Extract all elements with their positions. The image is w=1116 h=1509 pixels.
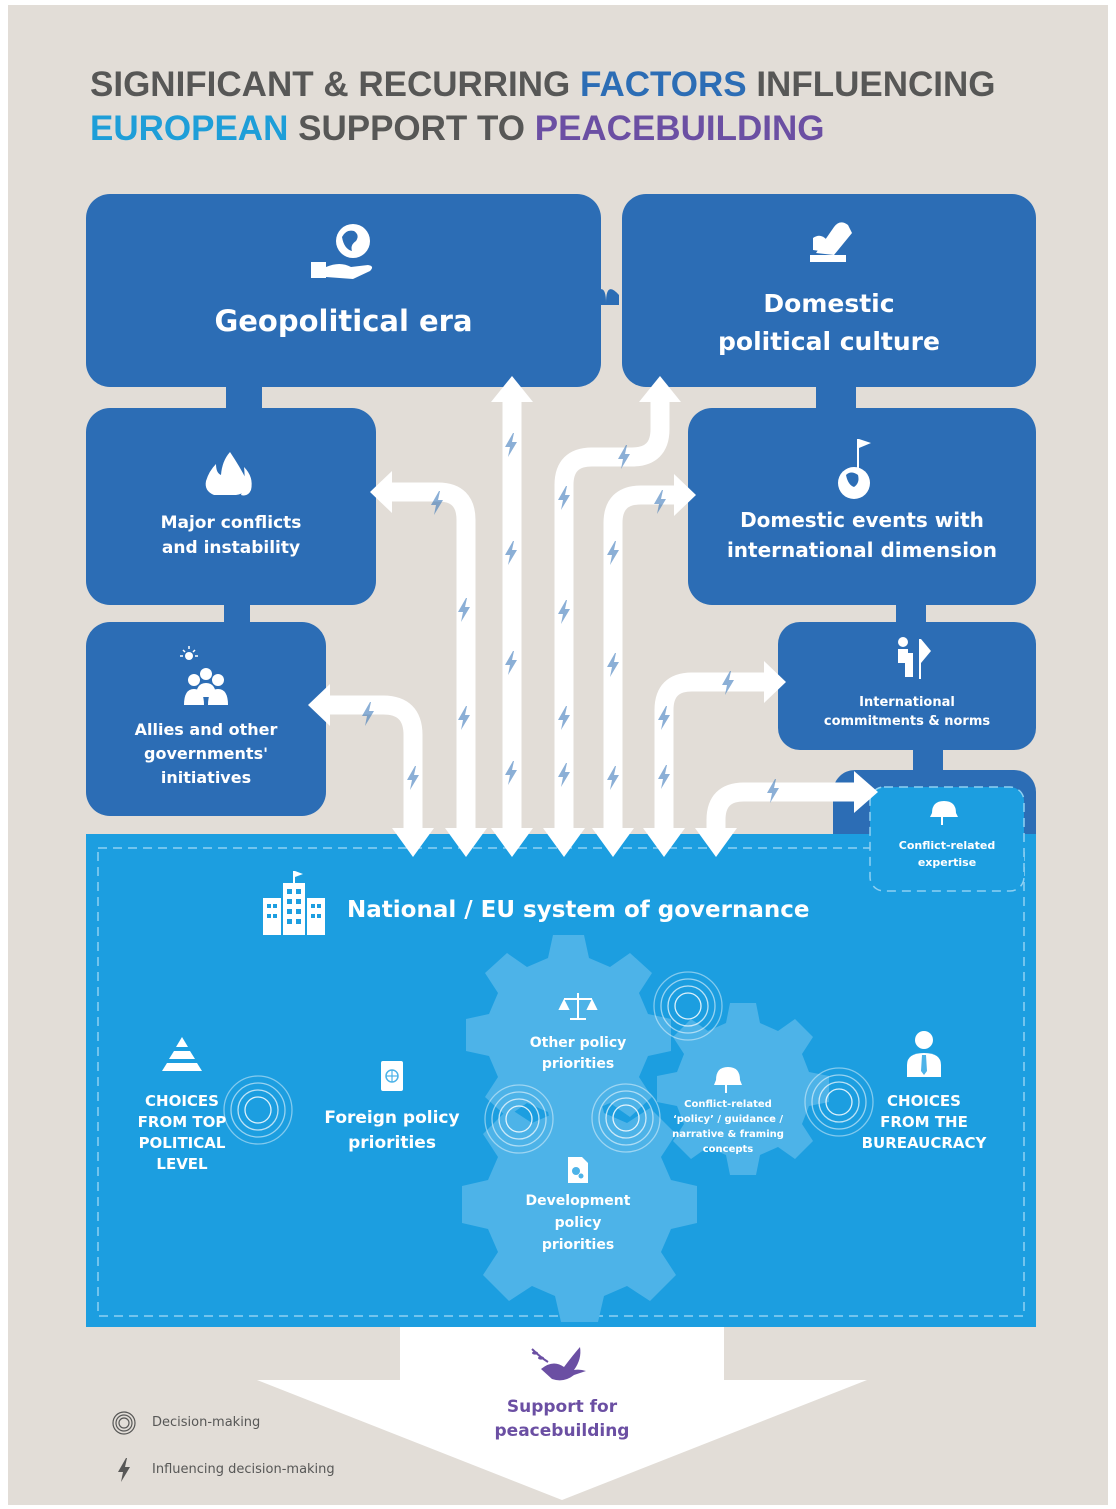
international-commitments-label: International commitments & norms [823,695,991,729]
domestic-events-box [688,408,1036,605]
support-for-peacebuilding-label: Support for peacebuilding [494,1397,630,1441]
page-title: SIGNIFICANT & RECURRING FACTORS INFLUENC… [90,63,995,151]
development-policy-label: Development policy priorities [525,1193,631,1253]
expertise-dashed-box [869,786,1025,892]
arrow-conflicts [388,482,476,830]
outcome-arrow [257,1327,867,1500]
geopolitical-era-box [86,194,601,387]
gear-document-icon [568,1157,588,1183]
international-commitments-box [778,622,1036,750]
decision-making-legend-icon [112,1411,136,1435]
choices-bureaucracy-label: CHOICES FROM THE BUREAUCRACY [861,1092,987,1152]
arrow-events [603,485,678,830]
infographic-canvas: SIGNIFICANT & RECURRING FACTORS INFLUENC… [8,5,1108,1505]
connector-geo-conflicts [226,383,262,413]
arrow-heads [308,376,878,857]
allies-box [86,622,326,816]
connector-events-international [896,601,926,626]
expertise-label: Conflict-related expertise [898,839,996,869]
people-idea-icon [180,646,228,705]
domestic-political-culture-label: Domestic political culture [718,289,940,356]
building-icon [263,871,325,935]
connector-culture-events [816,383,856,413]
ballot-voting-icon [810,222,852,262]
conflict-policy-gear [657,1003,829,1175]
passport-icon [381,1061,403,1091]
legend-influencing-text: Influencing decision-making [152,1462,335,1477]
top-connector [593,289,619,305]
domestic-events-label: Domestic events with international dimen… [726,508,998,562]
legend [112,1411,136,1482]
connector-international-expertise [913,746,943,774]
legend-decision-making-text: Decision-making [152,1415,261,1430]
title-line-2: EUROPEAN SUPPORT TO PEACEBUILDING [90,109,825,148]
pyramid-icon [162,1037,202,1071]
governance-label: National / EU system of governance [347,897,810,923]
conflict-helmet-icon [714,1067,742,1093]
major-conflicts-label: Major conflicts and instability [160,513,302,558]
other-policy-label: Other policy priorities [529,1035,627,1072]
globe-in-hand-icon [311,224,373,279]
fire-icon [205,452,252,496]
diagram-graphics [86,194,1036,1500]
conflict-policy-label: Conflict-related ‘policy’ / guidance / n… [672,1099,784,1155]
foreign-policy-label: Foreign policy priorities [324,1108,460,1153]
influencing-legend-icon [118,1458,130,1482]
globe-flag-icon [838,439,871,499]
influence-arrows [326,397,858,830]
geopolitical-era-label: Geopolitical era [214,304,473,338]
governance-dashed-border [97,847,1025,1317]
dove-olive-branch-icon [531,1347,586,1381]
choices-top-political-label: CHOICES FROM TOP POLITICAL LEVEL [137,1092,227,1173]
arrow-culture [554,397,670,830]
connector-conflicts-allies [224,601,250,626]
title-line-1: SIGNIFICANT & RECURRING FACTORS INFLUENC… [90,65,996,104]
official-person-icon [907,1031,941,1077]
domestic-political-culture-box [622,194,1036,387]
arrow-allies [326,695,423,830]
speaker-podium-icon [898,637,931,679]
major-conflicts-box [86,408,376,605]
helmet-icon [930,801,958,825]
allies-label: Allies and other governments' initiative… [134,720,278,787]
scales-icon [558,993,598,1020]
arrow-expertise [706,782,858,830]
